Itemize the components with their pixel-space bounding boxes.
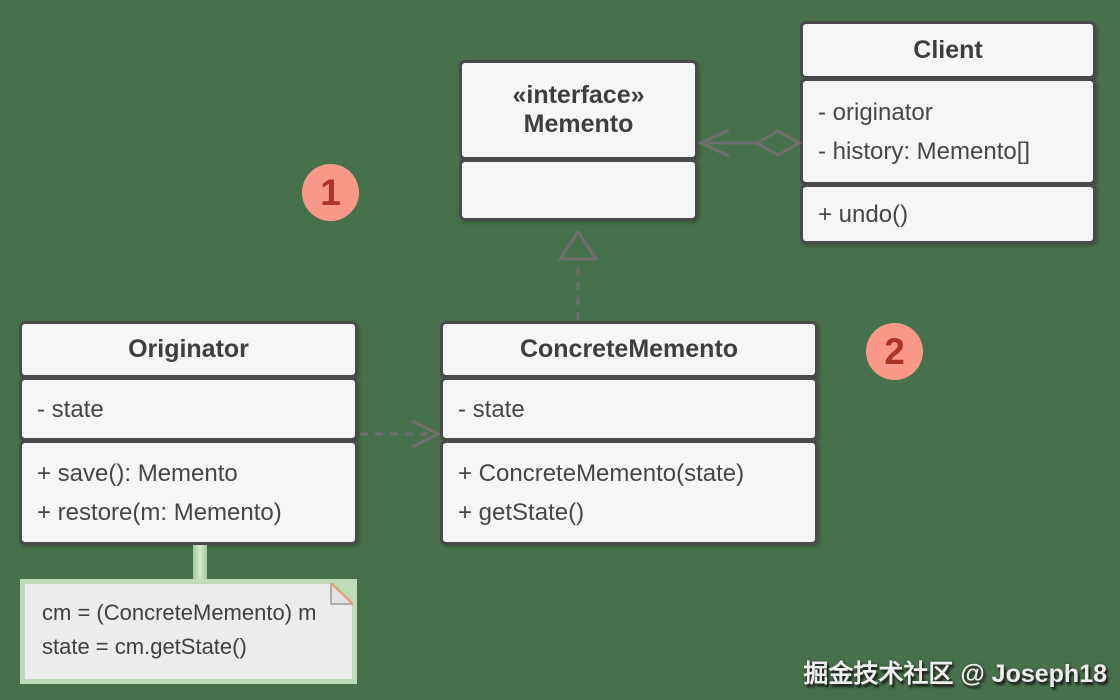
note-fold-corner-icon — [330, 583, 353, 605]
attributes-compartment-originator: - state — [19, 377, 358, 441]
class-box-concrete-memento: ConcreteMemento - state + ConcreteMement… — [440, 321, 818, 545]
attributes-compartment-concrete-memento: - state — [440, 377, 818, 441]
class-box-originator: Originator - state + save(): Memento + r… — [19, 321, 358, 545]
badge-2-number: 2 — [884, 330, 905, 372]
aggregation-arrow — [697, 128, 803, 158]
note-line: cm = (ConcreteMemento) m — [42, 600, 317, 625]
class-header-concrete-memento: ConcreteMemento — [440, 321, 818, 378]
class-name-originator: Originator — [128, 335, 249, 363]
attribute-item: - history: Memento[] — [818, 137, 1031, 165]
class-name-memento: Memento — [523, 110, 634, 138]
badge-1: 1 — [302, 164, 359, 221]
class-box-client: Client - originator - history: Memento[]… — [800, 21, 1096, 244]
code-note: cm = (ConcreteMemento) m state = cm.getS… — [20, 579, 357, 684]
methods-compartment-concrete-memento: + ConcreteMemento(state) + getState() — [440, 440, 818, 545]
attribute-item: - state — [458, 395, 525, 423]
method-item: + undo() — [818, 200, 909, 228]
attribute-item: - originator — [818, 98, 933, 126]
method-item: + getState() — [458, 498, 585, 526]
class-name-client: Client — [913, 35, 983, 64]
methods-compartment-client: + undo() — [800, 184, 1096, 244]
attributes-compartment-client: - originator - history: Memento[] — [800, 78, 1096, 185]
method-item: + restore(m: Memento) — [37, 498, 282, 526]
method-item: + ConcreteMemento(state) — [458, 459, 745, 487]
badge-1-number: 1 — [320, 171, 341, 213]
class-name-concrete-memento: ConcreteMemento — [519, 335, 739, 363]
stereotype-label: «interface» — [512, 81, 645, 109]
attribute-item: - state — [37, 395, 104, 423]
realization-arrow — [557, 229, 599, 320]
watermark: 掘金技术社区 @ Joseph18 — [803, 660, 1107, 688]
class-header-originator: Originator — [19, 321, 358, 378]
class-header-client: Client — [800, 21, 1096, 79]
note-line: state = cm.getState() — [42, 634, 247, 659]
method-item: + save(): Memento — [37, 459, 238, 487]
dependency-arrow — [360, 419, 442, 449]
note-connector — [193, 545, 207, 582]
empty-compartment-memento — [459, 159, 698, 221]
badge-2: 2 — [866, 323, 923, 380]
class-header-memento: «interface» Memento — [459, 60, 698, 160]
class-box-memento: «interface» Memento — [459, 60, 698, 221]
methods-compartment-originator: + save(): Memento + restore(m: Memento) — [19, 440, 358, 545]
